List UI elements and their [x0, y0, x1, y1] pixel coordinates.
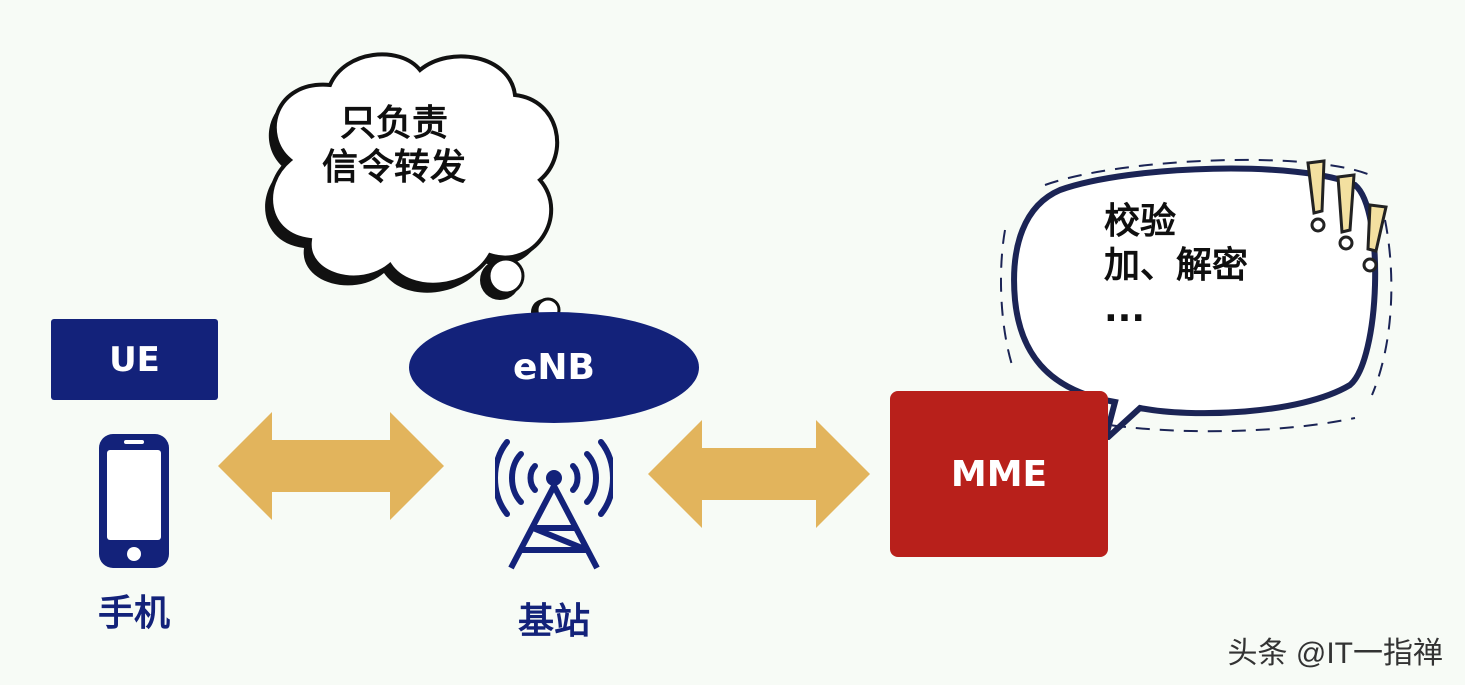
- mme-speech-line3: ...: [1104, 289, 1146, 330]
- enb-label: eNB: [513, 347, 595, 388]
- enb-thought-line1: 只负责: [340, 103, 449, 144]
- double-arrow-icon: [218, 412, 444, 520]
- phone-icon: [99, 434, 169, 568]
- enb-thought-text: 只负责 信令转发: [322, 102, 466, 190]
- double-arrow-icon: [648, 420, 870, 528]
- enb-thought-line2: 信令转发: [322, 147, 467, 188]
- exclamation-icon: [1306, 159, 1388, 273]
- ue-caption: 手机: [97, 593, 170, 634]
- enb-ellipse: eNB: [409, 312, 699, 423]
- ue-label: UE: [109, 339, 160, 380]
- ue-box: UE: [51, 319, 218, 400]
- mme-speech-text: 校验 加、解密 ...: [1104, 200, 1248, 332]
- watermark: 头条 @IT一指禅: [1227, 637, 1443, 670]
- mme-speech-line2: 加、解密: [1104, 245, 1249, 286]
- mme-label: MME: [950, 453, 1048, 495]
- mme-box: MME: [890, 391, 1108, 557]
- mme-speech-line1: 校验: [1104, 201, 1177, 242]
- antenna-tower-icon: [495, 439, 613, 570]
- thought-cloud: [265, 52, 561, 325]
- speech-bubble: [1000, 158, 1393, 440]
- enb-caption: 基站: [517, 601, 590, 642]
